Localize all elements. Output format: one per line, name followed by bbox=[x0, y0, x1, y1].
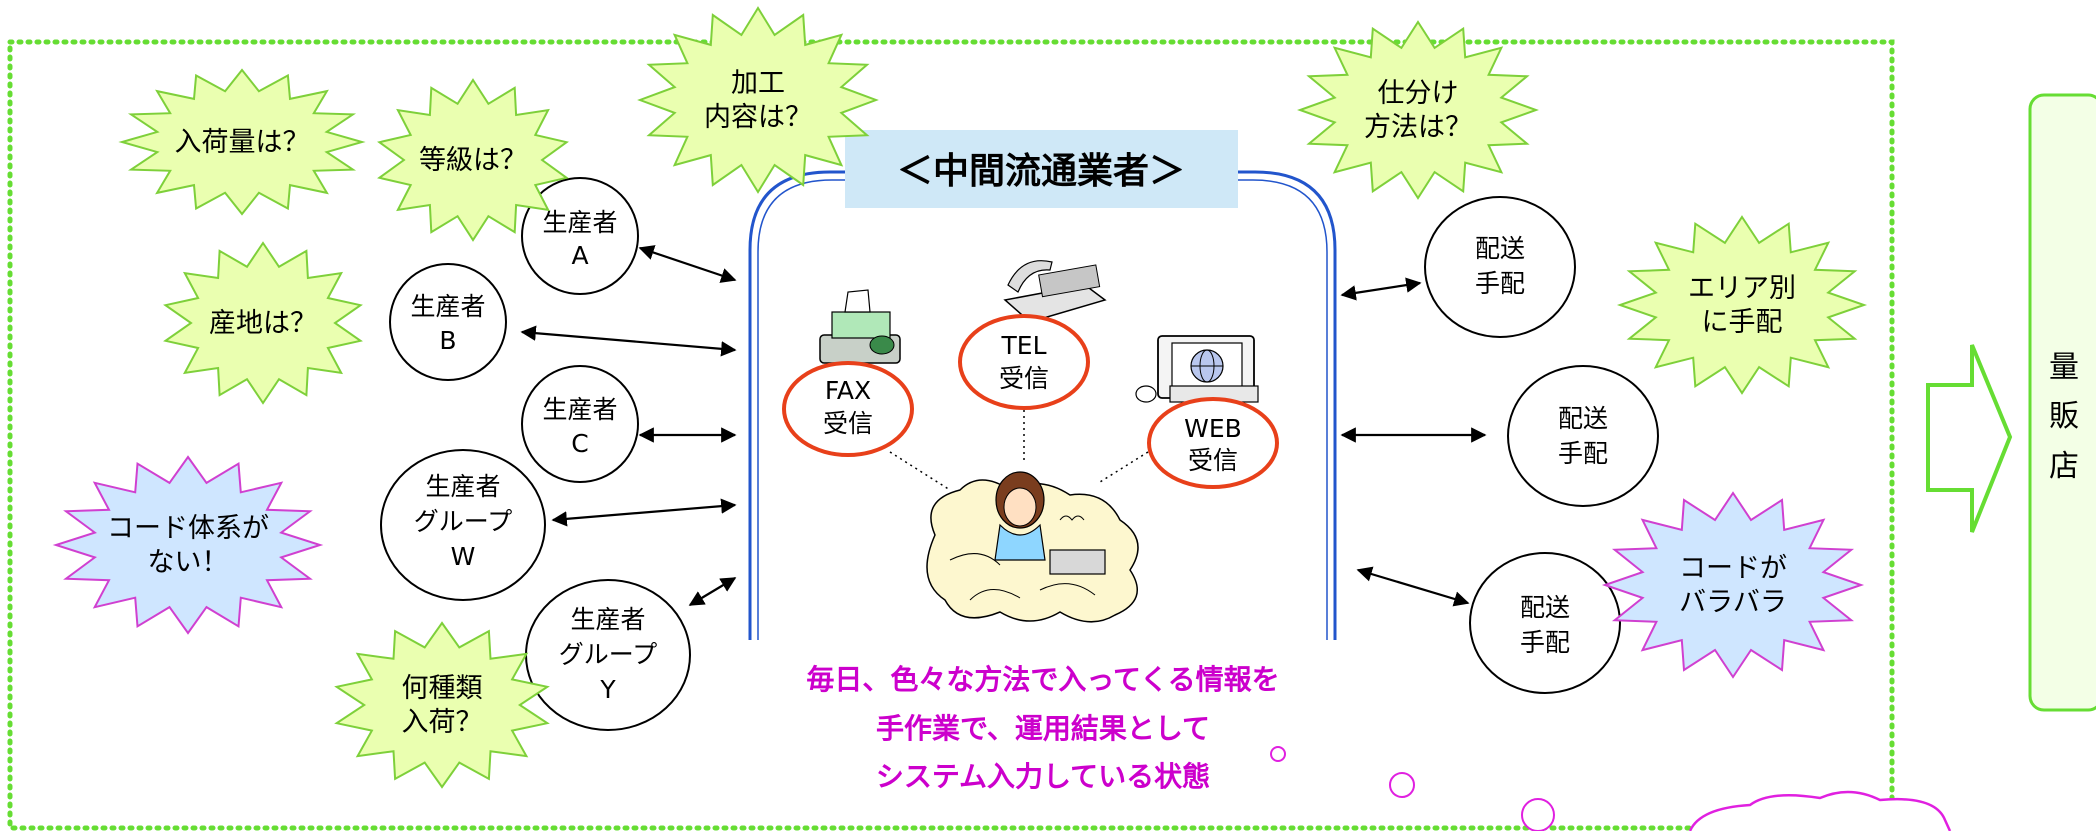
svg-text:生産者: 生産者 bbox=[410, 292, 485, 321]
svg-text:グループ: グループ bbox=[559, 640, 658, 669]
svg-text:配送: 配送 bbox=[1558, 404, 1608, 433]
web-receive-badge: WEB 受信 bbox=[1147, 397, 1279, 489]
svg-text:B: B bbox=[439, 326, 456, 355]
delivery-node-2: 配送 手配 bbox=[1507, 365, 1659, 507]
svg-text:手配: 手配 bbox=[1475, 269, 1525, 298]
store-char-3: 店 bbox=[2049, 449, 2079, 484]
svg-text:受信: 受信 bbox=[1188, 446, 1238, 475]
burst-origin: 産地は？ bbox=[163, 241, 363, 405]
burst-shape bbox=[1297, 20, 1539, 200]
burst-shape bbox=[1601, 491, 1865, 679]
delivery-arrows bbox=[1340, 277, 1487, 607]
burst-shape bbox=[377, 78, 569, 242]
svg-text:手配: 手配 bbox=[1558, 439, 1608, 468]
svg-text:受信: 受信 bbox=[999, 364, 1049, 393]
burst-label: 産地は？ bbox=[209, 308, 317, 339]
fax-receive-badge: FAX 受信 bbox=[782, 361, 914, 457]
svg-text:W: W bbox=[451, 542, 476, 571]
burst-label: 方法は？ bbox=[1364, 112, 1472, 143]
producer-node-w: 生産者 グループ W bbox=[380, 449, 546, 601]
burst-shape bbox=[118, 68, 366, 216]
burst-label: 何種類 bbox=[402, 673, 483, 704]
flow-arrow-icon bbox=[1926, 344, 2013, 533]
overwhelmed-worker-illustration bbox=[926, 471, 1139, 623]
fax-machine-icon bbox=[819, 289, 901, 364]
computer-icon bbox=[1135, 335, 1259, 403]
svg-text:WEB: WEB bbox=[1184, 414, 1242, 443]
burst-label: に手配 bbox=[1702, 307, 1783, 338]
thought-bubbles bbox=[1270, 746, 1555, 831]
status-line-1: 毎日、色々な方法で入ってくる情報を bbox=[806, 663, 1279, 696]
question-bursts: 入荷量は？等級は？加工内容は？産地は？コード体系がない！何種類入荷？仕分け方法は… bbox=[52, 6, 1868, 789]
delivery-node-1: 配送 手配 bbox=[1424, 196, 1576, 338]
tel-receive-badge: TEL 受信 bbox=[958, 314, 1090, 410]
burst-shape bbox=[52, 455, 324, 635]
svg-text:生産者: 生産者 bbox=[542, 208, 617, 237]
producer-node-b: 生産者 B bbox=[389, 263, 507, 381]
burst-label: 入荷？ bbox=[402, 707, 483, 738]
svg-text:Y: Y bbox=[599, 675, 616, 704]
store-box bbox=[2028, 93, 2096, 712]
svg-text:A: A bbox=[571, 241, 588, 270]
svg-text:生産者: 生産者 bbox=[425, 472, 500, 501]
burst-shape bbox=[163, 241, 363, 405]
svg-text:生産者: 生産者 bbox=[542, 395, 617, 424]
svg-text:配送: 配送 bbox=[1520, 593, 1570, 622]
burst-shape bbox=[334, 621, 550, 789]
burst-shape bbox=[637, 6, 879, 194]
producer-node-y: 生産者 グループ Y bbox=[525, 579, 691, 731]
svg-text:手配: 手配 bbox=[1520, 628, 1570, 657]
burst-label: ない！ bbox=[148, 547, 229, 578]
producer-node-a: 生産者 A bbox=[521, 177, 639, 295]
burst-label: コード体系が bbox=[107, 513, 269, 544]
burst-label: コードが bbox=[1679, 553, 1787, 584]
status-line-3: システム入力している状態 bbox=[876, 760, 1210, 793]
producer-node-c: 生産者 C bbox=[521, 365, 639, 483]
burst-label: 仕分け bbox=[1378, 78, 1459, 109]
burst-grade: 等級は？ bbox=[377, 78, 569, 242]
burst-shape bbox=[1616, 215, 1868, 395]
svg-text:受信: 受信 bbox=[823, 409, 873, 438]
svg-text:TEL: TEL bbox=[1001, 331, 1047, 360]
burst-label: 加工 bbox=[731, 68, 785, 99]
status-line-2: 手作業で、運用結果として bbox=[876, 712, 1210, 745]
burst-label: エリア別 bbox=[1688, 273, 1796, 304]
svg-text:FAX: FAX bbox=[825, 376, 871, 405]
burst-label: 内容は？ bbox=[704, 102, 812, 133]
burst-label: 等級は？ bbox=[419, 145, 527, 176]
page-title: ＜中間流通業者＞ bbox=[897, 151, 1185, 192]
producer-arrows bbox=[520, 245, 737, 606]
receive-connectors bbox=[889, 410, 1149, 491]
burst-label: 入荷量は？ bbox=[175, 127, 310, 158]
store-char-2: 販 bbox=[2049, 399, 2079, 434]
outer-dotted-frame bbox=[7, 39, 1895, 831]
store-char-1: 量 bbox=[2049, 350, 2079, 385]
burst-arrival-volume: 入荷量は？ bbox=[118, 68, 366, 216]
burst-label: バラバラ bbox=[1679, 587, 1787, 618]
svg-text:生産者: 生産者 bbox=[570, 605, 645, 634]
telephone-icon bbox=[1003, 260, 1107, 323]
svg-text:グループ: グループ bbox=[414, 507, 513, 536]
delivery-node-3: 配送 手配 bbox=[1469, 552, 1621, 694]
svg-text:配送: 配送 bbox=[1475, 234, 1525, 263]
svg-text:C: C bbox=[571, 429, 588, 458]
title-box bbox=[845, 130, 1238, 208]
thought-cloud bbox=[1688, 790, 1952, 831]
